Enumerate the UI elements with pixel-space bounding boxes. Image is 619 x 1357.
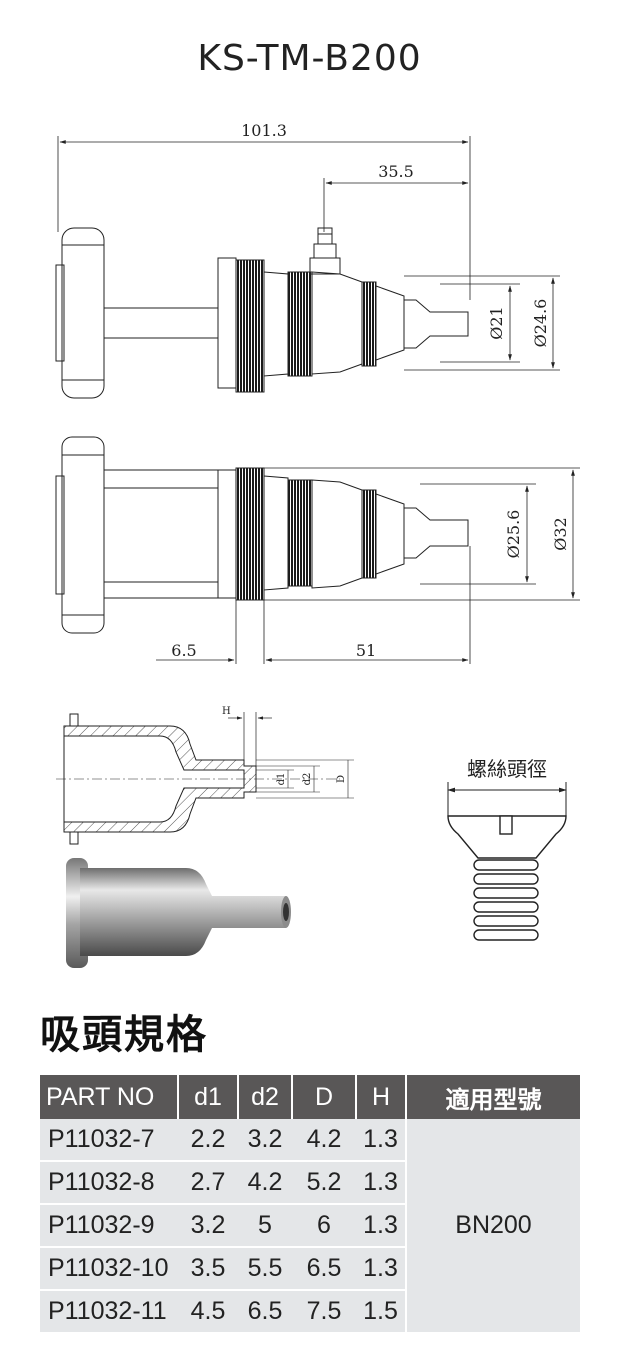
col-header-d: D bbox=[292, 1075, 357, 1119]
table-row: P11032-9 3.2 5 6 1.3 bbox=[40, 1204, 580, 1248]
cell-d: 4.2 bbox=[292, 1119, 356, 1162]
cell-d1: 4.5 bbox=[178, 1290, 238, 1334]
col-header-model: 適用型號 bbox=[406, 1075, 580, 1119]
table-row: P11032-7 2.2 3.2 4.2 1.3 BN200 bbox=[40, 1119, 580, 1334]
spec-heading: 吸頭規格 bbox=[40, 1012, 208, 1058]
page-title: KS-TM-B200 bbox=[197, 38, 422, 79]
screw-head-label: 螺絲頭徑 bbox=[467, 757, 547, 781]
cell-d: 6.5 bbox=[292, 1247, 356, 1291]
cell-d1: 3.2 bbox=[178, 1204, 238, 1248]
dim-dia-24-6: Ø24.6 bbox=[531, 299, 550, 348]
side-view-bottom bbox=[55, 436, 580, 664]
cell-model: BN200 bbox=[405, 1119, 580, 1334]
dim-len-51: 51 bbox=[356, 641, 376, 660]
cell-h: 1.3 bbox=[356, 1119, 406, 1162]
nozzle-label-d: D bbox=[336, 775, 347, 783]
nozzle-label-d1: d1 bbox=[276, 773, 287, 786]
col-header-d2: d2 bbox=[238, 1075, 293, 1119]
cell-d: 7.5 bbox=[292, 1290, 356, 1334]
cell-d1: 2.2 bbox=[178, 1119, 238, 1162]
cell-d2: 5 bbox=[238, 1204, 292, 1248]
table-row: P11032-10 3.5 5.5 6.5 1.3 bbox=[40, 1247, 580, 1291]
nozzle-label-h: H bbox=[222, 706, 231, 717]
cell-d1: 2.7 bbox=[178, 1161, 238, 1205]
cell-part-no: P11032-7 bbox=[40, 1119, 178, 1162]
cell-part-no: P11032-9 bbox=[40, 1204, 178, 1248]
table-header-row: PART NO d1 d2 D H 適用型號 bbox=[40, 1075, 580, 1119]
cell-part-no: P11032-8 bbox=[40, 1161, 178, 1205]
cell-d2: 4.2 bbox=[238, 1161, 292, 1205]
dim-dia-21: Ø21 bbox=[487, 306, 506, 339]
table-row: P11032-11 4.5 6.5 7.5 1.5 bbox=[40, 1290, 580, 1334]
cell-h: 1.3 bbox=[356, 1247, 406, 1291]
nozzle-section bbox=[56, 712, 354, 845]
technical-drawing: 101.3 35.5 Ø21 Ø24.6 Ø25.6 Ø32 6.5 51 H … bbox=[55, 121, 580, 968]
col-header-d1: d1 bbox=[178, 1075, 239, 1119]
dim-tip-length: 35.5 bbox=[378, 162, 414, 181]
dim-total-length: 101.3 bbox=[241, 121, 287, 140]
spec-table: PART NO d1 d2 D H 適用型號 P11032-7 2.2 3.2 … bbox=[40, 1075, 580, 1334]
cell-h: 1.3 bbox=[356, 1161, 406, 1205]
dim-dia-32: Ø32 bbox=[551, 517, 570, 550]
cell-part-no: P11032-11 bbox=[40, 1290, 178, 1334]
cell-d: 6 bbox=[292, 1204, 356, 1248]
side-view-top bbox=[55, 136, 560, 399]
cell-h: 1.5 bbox=[356, 1290, 406, 1334]
nozzle-photo bbox=[66, 858, 291, 968]
col-header-h: H bbox=[356, 1075, 407, 1119]
cell-h: 1.3 bbox=[356, 1204, 406, 1248]
cell-d2: 6.5 bbox=[238, 1290, 292, 1334]
dim-len-6-5: 6.5 bbox=[171, 641, 196, 660]
cell-d2: 3.2 bbox=[238, 1119, 292, 1162]
cell-d2: 5.5 bbox=[238, 1247, 292, 1291]
cell-d1: 3.5 bbox=[178, 1247, 238, 1291]
dim-dia-25-6: Ø25.6 bbox=[504, 510, 523, 559]
screw-icon bbox=[447, 782, 567, 941]
cell-part-no: P11032-10 bbox=[40, 1247, 178, 1291]
nozzle-label-d2: d2 bbox=[302, 773, 313, 786]
cell-d: 5.2 bbox=[292, 1161, 356, 1205]
col-header-part-no: PART NO bbox=[40, 1075, 179, 1119]
table-row: P11032-8 2.7 4.2 5.2 1.3 bbox=[40, 1161, 580, 1205]
